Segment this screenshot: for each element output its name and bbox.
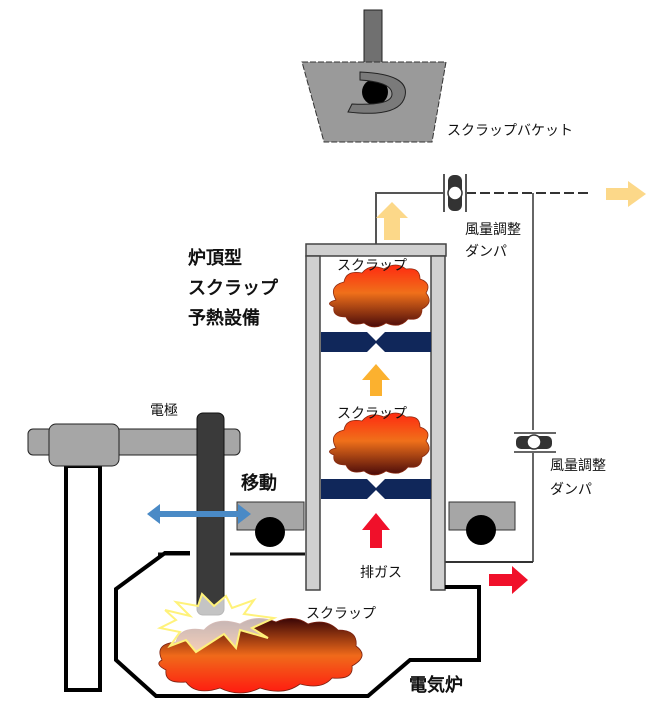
- bucket-hanger-rod: [363, 9, 383, 71]
- scrap-cloud-upper: [329, 264, 430, 328]
- wheel-left-icon: [255, 517, 285, 547]
- carriage-left: [236, 501, 305, 547]
- exhaust-right-arrow: [489, 566, 528, 594]
- movement-arrow-icon: [147, 504, 251, 524]
- label-damper-top-line1: 風量調整: [465, 222, 521, 238]
- label-electrode: 電極: [150, 403, 178, 419]
- grate-upper: [321, 332, 431, 352]
- label-damper-right-line2: ダンパ: [550, 482, 592, 498]
- label-damper-right-line1: 風量調整: [550, 458, 606, 474]
- shaft-right-wall: [430, 255, 446, 591]
- shaft-top-cap: [305, 243, 447, 257]
- duct-line-left: [375, 192, 444, 244]
- label-electric-furnace: 電気炉: [409, 675, 463, 696]
- label-scrap-upper: スクラップ: [337, 258, 407, 274]
- gas-duct: [375, 192, 592, 563]
- label-damper-top-line2: ダンパ: [465, 244, 507, 260]
- label-scrap-furnace: スクラップ: [306, 606, 376, 622]
- title-preheater-line3: 予熱設備: [188, 308, 260, 329]
- gas-up-arrow-middle: [362, 364, 390, 396]
- scrap-cloud-middle: [329, 412, 430, 476]
- electrode-arm-clamp: [48, 423, 120, 467]
- grate-lower: [321, 479, 431, 499]
- label-exhaust-gas: 排ガス: [360, 565, 402, 581]
- electrode-assembly: [27, 412, 241, 692]
- title-preheater-line1: 炉頂型: [188, 248, 242, 269]
- carriage-right: [448, 501, 516, 545]
- scrap-bucket: [301, 9, 447, 143]
- exhaust-exit-arrow: [606, 181, 646, 207]
- arc-spark-icon: [156, 592, 278, 654]
- title-preheater-line2: スクラップ: [188, 278, 278, 299]
- label-scrap-middle: スクラップ: [337, 406, 407, 422]
- preheater-shaft: [305, 243, 447, 591]
- shaft-left-wall: [305, 255, 321, 591]
- wheel-right-icon: [466, 515, 496, 545]
- damper-right-icon: [514, 432, 556, 453]
- electrode-column: [64, 464, 102, 692]
- bucket-hook-ball: [362, 79, 388, 105]
- label-movement: 移動: [241, 473, 277, 494]
- label-scrap-bucket: スクラップバケット: [447, 123, 573, 139]
- gas-up-arrow-bottom: [362, 513, 390, 548]
- bucket-hook: [347, 71, 406, 114]
- damper-top-icon: [443, 174, 467, 212]
- gas-up-arrow-top: [376, 202, 408, 240]
- furnace-shell: [114, 551, 481, 698]
